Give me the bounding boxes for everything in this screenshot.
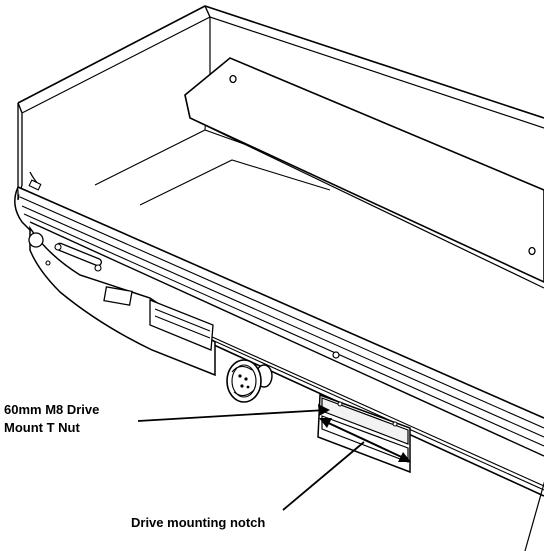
hopper-left-wall (17, 102, 23, 201)
notch-arrowhead-left (319, 418, 332, 428)
t-nut-leader-line (137, 409, 327, 422)
notch-arrowhead-right (398, 452, 411, 462)
cover-screw-hole-right (528, 246, 536, 256)
leader-lines (137, 404, 411, 511)
end-slot (28, 179, 42, 191)
drive-cover-plate (184, 57, 544, 289)
t-nut-callout-line-2: Mount T Nut (4, 420, 80, 435)
notch-dimension-line (321, 419, 409, 461)
notch-leader-line (282, 441, 365, 511)
small-hole (45, 260, 51, 266)
tail-pulley-hole (28, 232, 44, 248)
notch-callout: Drive mounting notch (131, 515, 266, 530)
t-nut-callout-line-1: 60mm M8 Drive (4, 402, 100, 417)
cover-screw-hole-left (229, 74, 237, 84)
end-cap-plate (28, 225, 216, 377)
thumb-knob (226, 359, 273, 403)
end-cap-square-cutout (103, 286, 133, 306)
t-nut-callout: 60mm M8 Drive Mount T Nut (4, 401, 99, 437)
t-nut-leader-arrowhead (318, 404, 330, 416)
